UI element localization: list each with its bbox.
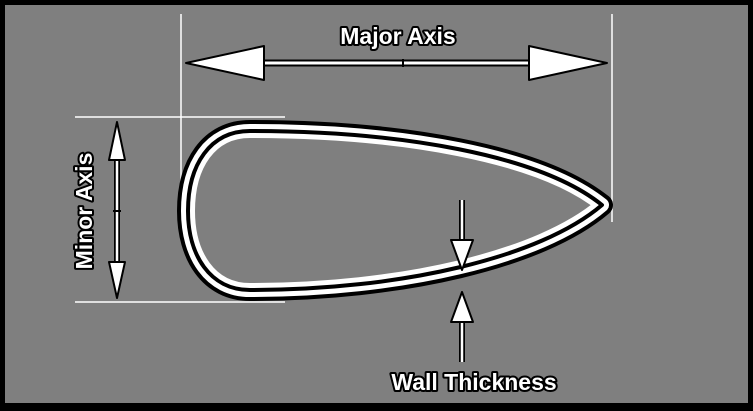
- minor-axis-bottom-arrowhead: [108, 261, 126, 299]
- major-axis-right-arrowhead: [528, 45, 608, 81]
- minor-axis-label: Minor Axis: [71, 153, 97, 270]
- major-axis-left-arrowhead: [185, 45, 265, 81]
- tube-wall-center-line: [186, 129, 604, 292]
- major-axis-arrow: [185, 45, 608, 81]
- wall-thickness-label: Wall Thickness: [391, 369, 556, 395]
- minor-axis-arrow: [108, 121, 126, 299]
- wall-thickness-arrows: [450, 200, 474, 362]
- tube-profile: [177, 120, 613, 301]
- minor-axis-top-arrowhead: [108, 121, 126, 161]
- major-axis-label: Major Axis: [340, 23, 455, 49]
- tube-wall: [181, 124, 609, 297]
- wall-thickness-up-arrowhead: [450, 291, 474, 323]
- wall-thickness-down-arrowhead: [450, 239, 474, 271]
